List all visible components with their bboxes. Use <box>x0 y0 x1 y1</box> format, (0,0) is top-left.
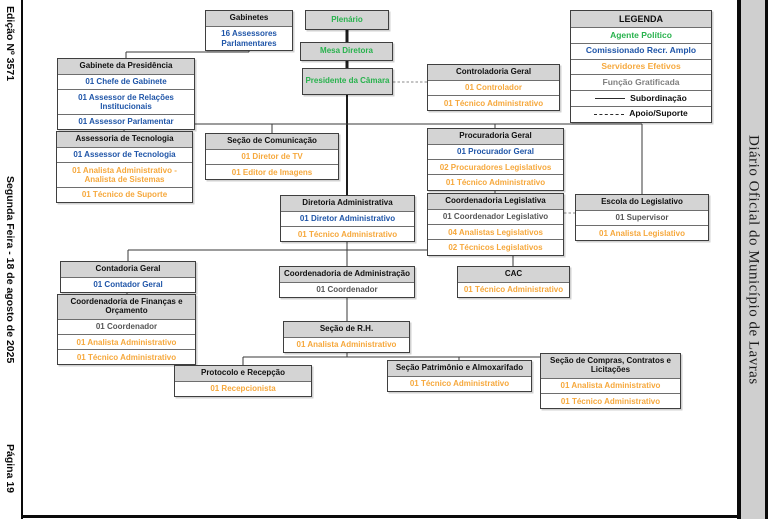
right-rail: Diário Oficial do Município de Lavras <box>737 0 768 519</box>
org-box-presidente-camara: Presidente da Câmara <box>302 68 393 95</box>
org-box-escola-legislativo: Escola do Legislativo 01 Supervisor 01 A… <box>575 194 709 242</box>
org-box-row: 02 Procuradores Legislativos <box>428 159 563 175</box>
legend-item-agente-politico: Agente Político <box>571 27 711 43</box>
org-box-row: 01 Assessor de Relações Institucionais <box>58 89 194 114</box>
org-box-assessoria-tecnologia: Assessoria de Tecnologia 01 Assessor de … <box>56 131 193 203</box>
org-box-title: CAC <box>458 267 569 282</box>
org-box-contadoria-geral: Contadoria Geral 01 Contador Geral <box>60 261 196 294</box>
legend-item-funcao-gratificada: Função Gratificada <box>571 74 711 91</box>
org-box-mesa-diretora: Mesa Diretora <box>300 42 393 61</box>
org-box-coordenadoria-legislativa: Coordenadoria Legislativa 01 Coordenador… <box>427 193 564 256</box>
org-box-title: Seção de Comunicação <box>206 134 338 149</box>
org-box-row: 01 Analista Administrativo <box>284 336 409 353</box>
legend: LEGENDA Agente Político Comissionado Rec… <box>570 10 712 123</box>
org-box-title: Diretoria Administrativa <box>281 196 414 211</box>
org-box-title: Protocolo e Recepção <box>175 366 311 381</box>
org-box-procuradoria-geral: Procuradoria Geral 01 Procurador Geral 0… <box>427 128 564 191</box>
org-box-protocolo-recepcao: Protocolo e Recepção 01 Recepcionista <box>174 365 312 398</box>
org-box-row: 01 Coordenador <box>58 318 195 335</box>
org-box-coordenadoria-financas: Coordenadoria de Finanças e Orçamento 01… <box>57 294 196 366</box>
org-box-row: 01 Técnico de Suporte <box>57 186 192 202</box>
edition-label: Edição Nº 3571 <box>4 6 16 82</box>
org-box-row: 01 Editor de Imagens <box>206 164 338 180</box>
org-box-coordenadoria-administracao: Coordenadoria de Administração 01 Coorde… <box>279 266 415 299</box>
org-box-diretoria-administrativa: Diretoria Administrativa 01 Diretor Admi… <box>280 195 415 243</box>
org-box-row: 01 Controlador <box>428 79 559 96</box>
legend-item-apoio-suporte: Apoio/Suporte <box>571 105 711 122</box>
org-box-plenario: Plenário <box>305 10 389 30</box>
org-box-row: 01 Chefe de Gabinete <box>58 73 194 90</box>
org-box-title: Gabinetes <box>206 11 292 26</box>
org-box-row: 01 Contador Geral <box>61 276 195 293</box>
org-box-row: 01 Coordenador Legislativo <box>428 208 563 225</box>
org-box-title: Plenário <box>331 14 363 24</box>
org-box-title: Coordenadoria de Finanças e Orçamento <box>58 295 195 319</box>
date-label: Segunda Feira - 18 de agosto de 2025 <box>4 176 16 364</box>
org-box-title: Presidente da Câmara <box>305 76 390 86</box>
org-box-row: 01 Coordenador <box>280 281 414 298</box>
legend-item-label: Apoio/Suporte <box>629 108 688 119</box>
org-box-row: 01 Diretor de TV <box>206 148 338 165</box>
org-box-patrimonio-almoxarifado: Seção Patrimônio e Almoxarifado 01 Técni… <box>387 360 532 393</box>
org-box-title: Gabinete da Presidência <box>58 59 194 74</box>
legend-item-label: Subordinação <box>630 92 687 103</box>
org-box-title: Coordenadoria Legislativa <box>428 194 563 209</box>
bottom-margin-rule <box>22 515 738 518</box>
org-box-row: 01 Técnico Administrativo <box>58 349 195 365</box>
org-box-title: Escola do Legislativo <box>576 195 708 210</box>
org-box-row: 16 Assessores Parlamentares <box>206 25 292 51</box>
org-box-cac: CAC 01 Técnico Administrativo <box>457 266 570 299</box>
left-margin-rule <box>21 0 23 519</box>
org-box-row: 01 Procurador Geral <box>428 143 563 160</box>
legend-item-subordinacao: Subordinação <box>571 90 711 106</box>
legend-item-comissionado: Comissionado Recr. Amplo <box>571 42 711 59</box>
org-box-title: Contadoria Geral <box>61 262 195 277</box>
org-box-row: 01 Supervisor <box>576 209 708 226</box>
org-box-title: Seção de R.H. <box>284 322 409 337</box>
org-box-title: Seção de Compras, Contratos e Licitações <box>541 354 680 378</box>
org-box-title: Controladoria Geral <box>428 65 559 80</box>
org-box-row: 01 Analista Administrativo - Analista de… <box>57 162 192 187</box>
legend-title: LEGENDA <box>571 11 711 28</box>
org-box-row: 01 Técnico Administrativo <box>458 281 569 298</box>
org-box-secao-comunicacao: Seção de Comunicação 01 Diretor de TV 01… <box>205 133 339 181</box>
legend-item-servidores-efetivos: Servidores Efetivos <box>571 58 711 75</box>
org-box-title: Procuradoria Geral <box>428 129 563 144</box>
org-box-row: 01 Diretor Administrativo <box>281 210 414 227</box>
org-box-compras-contratos-licitacoes: Seção de Compras, Contratos e Licitações… <box>540 353 681 410</box>
org-box-row: 01 Assessor Parlamentar <box>58 113 194 129</box>
org-box-title: Seção Patrimônio e Almoxarifado <box>388 361 531 376</box>
org-box-row: 01 Técnico Administrativo <box>388 375 531 392</box>
journal-title: Diário Oficial do Município de Lavras <box>745 134 762 385</box>
org-box-row: 01 Técnico Administrativo <box>428 95 559 111</box>
org-box-gabinetes: Gabinetes 16 Assessores Parlamentares <box>205 10 293 52</box>
org-box-row: 01 Recepcionista <box>175 380 311 397</box>
org-box-row: 01 Analista Legislativo <box>576 225 708 241</box>
solid-line-swatch <box>595 98 626 100</box>
org-box-gabinete-presidencia: Gabinete da Presidência 01 Chefe de Gabi… <box>57 58 195 130</box>
org-box-title: Assessoria de Tecnologia <box>57 132 192 147</box>
org-box-row: 01 Técnico Administrativo <box>281 226 414 242</box>
org-box-secao-rh: Seção de R.H. 01 Analista Administrativo <box>283 321 410 354</box>
org-box-row: 01 Técnico Administrativo <box>541 393 680 409</box>
org-box-row: 04 Analistas Legislativos <box>428 224 563 240</box>
org-box-title: Coordenadoria de Administração <box>280 267 414 282</box>
org-box-row: 01 Técnico Administrativo <box>428 174 563 190</box>
org-box-controladoria-geral: Controladoria Geral 01 Controlador 01 Té… <box>427 64 560 112</box>
org-box-row: 01 Analista Administrativo <box>541 377 680 394</box>
org-box-row: 01 Assessor de Tecnologia <box>57 146 192 163</box>
org-box-title: Mesa Diretora <box>320 46 373 56</box>
org-box-row: 02 Técnicos Legislativos <box>428 239 563 255</box>
org-box-row: 01 Analista Administrativo <box>58 334 195 350</box>
page-number-label: Página 19 <box>4 444 16 494</box>
dashed-line-swatch <box>594 113 625 115</box>
